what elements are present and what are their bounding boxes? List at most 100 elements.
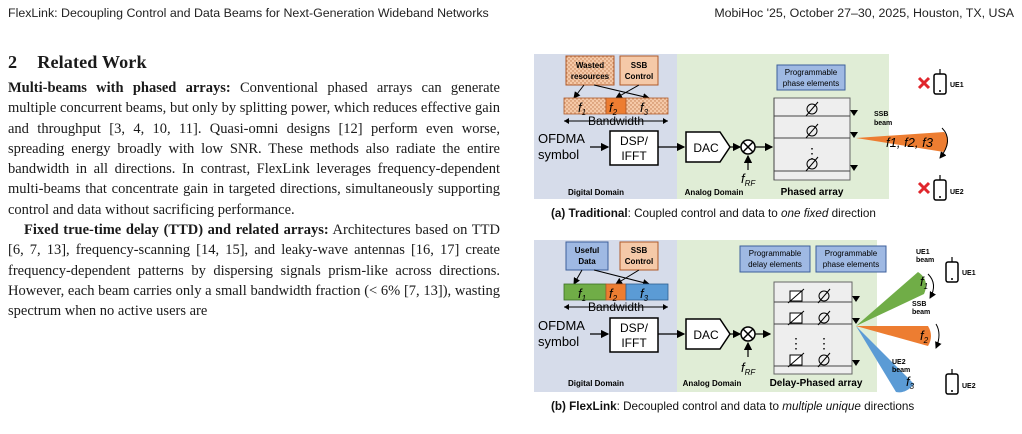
analog-domain-label: Analog Domain xyxy=(685,188,744,197)
useful-label: Useful xyxy=(575,246,599,255)
wasted-label: Wasted xyxy=(576,61,604,70)
digital-domain-label: Digital Domain xyxy=(568,379,624,388)
ue1-beam-label-2: beam xyxy=(916,257,934,264)
figure: Wasted resources SSB Control f1 f2 f3 Ba… xyxy=(534,36,1018,434)
data-label: Data xyxy=(578,257,596,266)
paragraph-multi-beams: Multi-beams with phased arrays: Conventi… xyxy=(8,78,500,220)
frf-label: fRF xyxy=(741,171,756,188)
beam-f3-label: f3 xyxy=(906,374,915,391)
venue-header: MobiHoc '25, October 27–30, 2025, Housto… xyxy=(714,6,1014,20)
section-number: 2 xyxy=(8,52,18,72)
bandwidth-label: Bandwidth xyxy=(588,300,644,314)
control-label: Control xyxy=(625,72,653,81)
band-f3 xyxy=(625,97,669,115)
svg-text:⋮: ⋮ xyxy=(805,145,819,161)
prog-delay-label-1: Programmable xyxy=(749,249,802,258)
ifft-label: IFFT xyxy=(621,149,647,163)
bandwidth-label: Bandwidth xyxy=(588,114,644,128)
ssb-beam xyxy=(856,326,931,346)
delay-phased-array-box xyxy=(773,281,853,375)
paragraph-ttd: Fixed true-time delay (TTD) and related … xyxy=(8,220,500,321)
ue1-beam xyxy=(856,272,926,326)
caption-a: (a) Traditional: Coupled control and dat… xyxy=(551,207,876,220)
ssb-label: SSB xyxy=(631,246,648,255)
beam-f1-label: f1 xyxy=(920,274,928,291)
phased-array-label: Phased array xyxy=(781,187,844,198)
prog-phase-box xyxy=(776,64,846,91)
beam-f2-label: f2 xyxy=(920,328,929,345)
delay-phased-array-label: Delay-Phased array xyxy=(770,378,863,389)
dac-label: DAC xyxy=(693,141,719,155)
prog-delay-label-2: delay elements xyxy=(748,260,802,269)
ssb-beam-freqs: f1, f2, f3 xyxy=(886,135,934,150)
caption-b: (b) FlexLink: Decoupled control and data… xyxy=(551,400,915,413)
figure-a-traditional: Wasted resources SSB Control f1 f2 f3 Ba… xyxy=(534,54,964,201)
dsp-ifft-box xyxy=(609,317,659,353)
ssb-beam-label-1: SSB xyxy=(912,301,926,308)
svg-text:⋮: ⋮ xyxy=(789,335,803,351)
ssb-control-box xyxy=(619,241,659,271)
ue2-label: UE2 xyxy=(950,189,964,196)
dac-block xyxy=(685,318,731,350)
dsp-ifft-box xyxy=(609,130,659,166)
symbol-label: symbol xyxy=(538,147,579,162)
wasted-resources-box xyxy=(565,55,615,86)
phase-shifter-1 xyxy=(805,101,819,117)
paragraph-text: Architectures based on TTD [6, 7, 13], f… xyxy=(8,222,500,320)
ue2-device xyxy=(945,369,959,395)
ue1-cross-icon xyxy=(917,76,931,90)
delay-element-2 xyxy=(787,310,805,326)
useful-data-box xyxy=(565,241,609,271)
band-f3-label: f3 xyxy=(640,100,649,117)
phase-shifter-3 xyxy=(805,156,819,172)
prog-phase-label-1: Programmable xyxy=(825,249,878,258)
paragraph-lead: Fixed true-time delay (TTD) and related … xyxy=(24,222,329,239)
ue2-device xyxy=(933,175,947,201)
figure-b-flexlink: Useful Data SSB Control f1 f2 f3 Bandwid… xyxy=(534,240,976,395)
ifft-label: IFFT xyxy=(621,336,647,350)
ue1-device xyxy=(933,69,947,95)
band-f3 xyxy=(625,283,669,301)
paragraph-lead: Multi-beams with phased arrays: xyxy=(8,80,231,96)
svg-text:⋮: ⋮ xyxy=(817,335,831,351)
running-header: FlexLink: Decoupling Control and Data Be… xyxy=(8,6,1014,24)
ue1-label: UE1 xyxy=(962,270,976,277)
symbol-label: symbol xyxy=(538,334,579,349)
ue1-beam-label-1: UE1 xyxy=(916,249,930,256)
ofdma-label: OFDMA xyxy=(538,318,585,333)
ssb-beam-label-2: beam xyxy=(874,120,892,127)
resources-label: resources xyxy=(571,72,610,81)
prog-delay-box xyxy=(739,245,811,273)
ue2-beam xyxy=(856,326,914,393)
ue2-label: UE2 xyxy=(962,383,976,390)
dac-block xyxy=(685,131,731,163)
ue1-label: UE1 xyxy=(950,82,964,89)
dac-label: DAC xyxy=(693,328,719,342)
ofdma-label: OFDMA xyxy=(538,131,585,146)
ue2-cross-icon xyxy=(917,181,931,195)
prog-phase-label-2: phase elements xyxy=(783,79,839,88)
ue2-beam-label-2: beam xyxy=(892,367,910,374)
prog-phase-label-2: phase elements xyxy=(823,260,879,269)
paper-title-header: FlexLink: Decoupling Control and Data Be… xyxy=(8,6,489,20)
band-f3-label: f3 xyxy=(640,286,649,303)
delay-element-1 xyxy=(787,288,805,304)
band-f2-label: f2 xyxy=(609,100,618,117)
ssb-label: SSB xyxy=(631,61,648,70)
phase-shifter-3 xyxy=(817,352,831,368)
ue1-device xyxy=(945,257,959,283)
phase-shifter-1 xyxy=(817,288,831,304)
phase-shifter-2 xyxy=(805,123,819,139)
analog-domain-label: Analog Domain xyxy=(683,379,742,388)
ssb-beam-label-2: beam xyxy=(912,309,930,316)
digital-domain-label: Digital Domain xyxy=(568,188,624,197)
ue2-beam-label-1: UE2 xyxy=(892,359,906,366)
band-f2-label: f2 xyxy=(609,286,618,303)
phase-shifter-2 xyxy=(817,310,831,326)
delay-element-3 xyxy=(787,352,805,368)
dsp-label: DSP/ xyxy=(620,321,649,335)
ssb-beam-label-1: SSB xyxy=(874,111,888,118)
prog-phase-box xyxy=(815,245,887,273)
control-label: Control xyxy=(625,257,653,266)
